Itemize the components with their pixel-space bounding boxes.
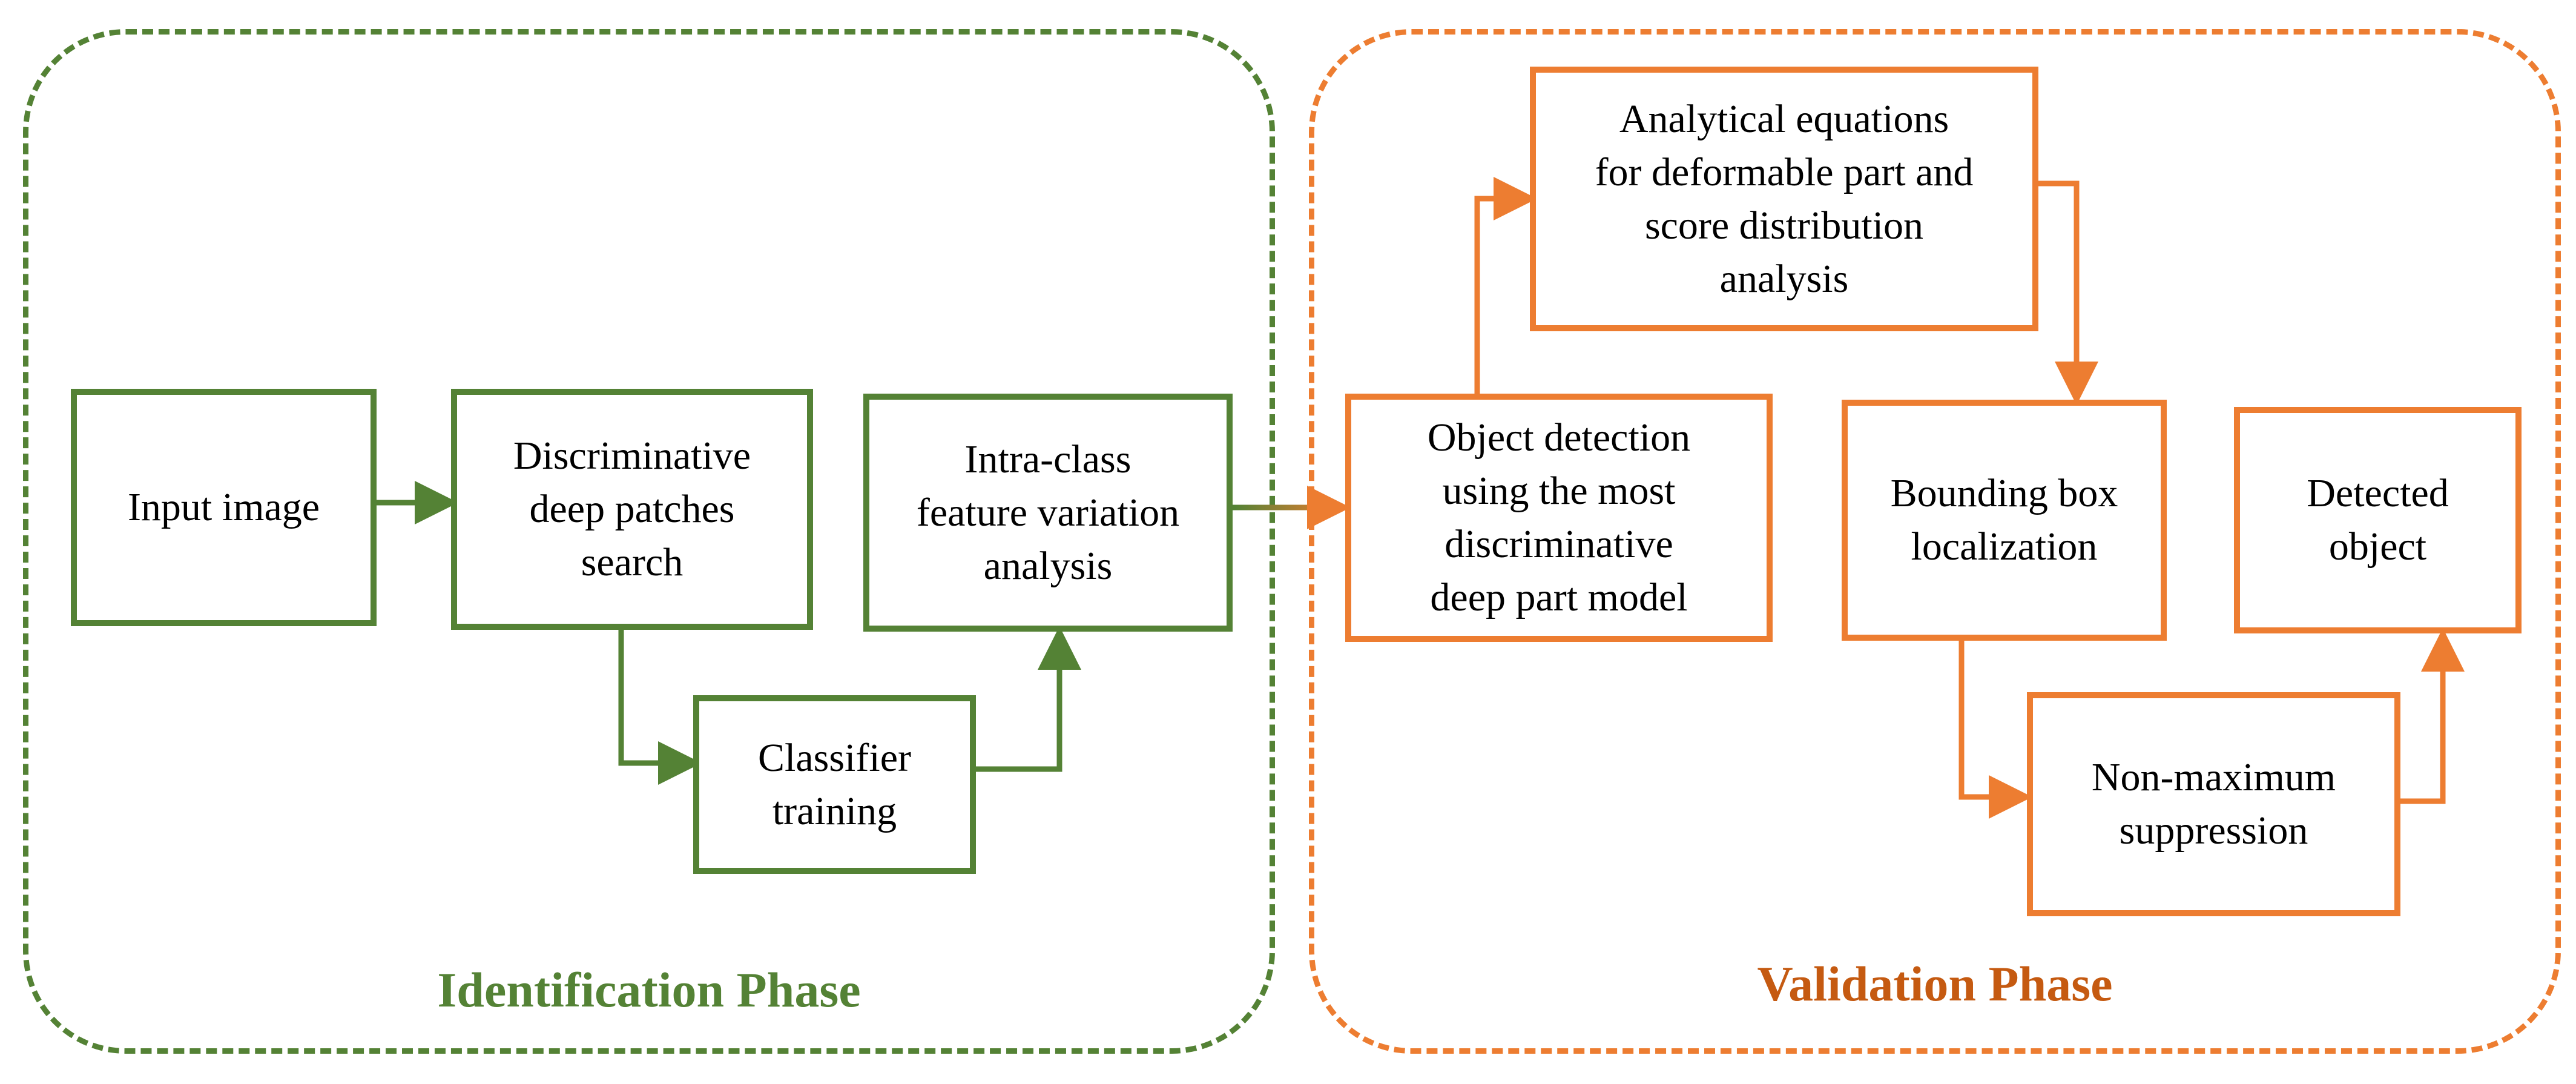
classifier-training-box: Classifier training: [693, 695, 976, 874]
nms-label: Non-maximum suppression: [2091, 755, 2336, 853]
object-detection-box: Object detection using the most discrimi…: [1345, 394, 1773, 642]
analytical-equations-box: Analytical equations for deformable part…: [1530, 67, 2038, 331]
intra-class-label: Intra-class feature variation analysis: [916, 437, 1180, 588]
arrow-nms-to-detected: [2400, 628, 2465, 804]
patch-search-box: Discriminative deep patches search: [451, 389, 813, 630]
analytical-equations-label: Analytical equations for deformable part…: [1595, 96, 1974, 301]
input-image-label: Input image: [127, 485, 320, 529]
patch-search-label: Discriminative deep patches search: [513, 434, 751, 584]
nms-box: Non-maximum suppression: [2027, 692, 2400, 916]
arrow-equations-to-bounding-box: [2038, 180, 2098, 405]
identification-phase-title: Identification Phase: [437, 962, 861, 1017]
validation-phase-region: [1309, 29, 2561, 1054]
input-image-box: Input image: [71, 389, 377, 626]
identification-phase-region: [23, 29, 1275, 1054]
validation-phase-title: Validation Phase: [1757, 956, 2113, 1011]
arrow-classifier-to-intra-class: [976, 626, 1081, 772]
arrow-search-to-classifier: [618, 630, 702, 785]
arrow-detection-to-equations: [1474, 177, 1537, 394]
arrow-bounding-box-to-nms: [1958, 641, 2032, 819]
intra-class-box: Intra-class feature variation analysis: [863, 394, 1233, 632]
detected-object-label: Detected object: [2307, 471, 2449, 569]
object-detection-label: Object detection using the most discrimi…: [1427, 415, 1691, 620]
bounding-box-label: Bounding box localization: [1890, 471, 2118, 569]
bounding-box-box: Bounding box localization: [1842, 400, 2167, 641]
classifier-training-label: Classifier training: [758, 735, 911, 833]
detected-object-box: Detected object: [2234, 407, 2522, 633]
